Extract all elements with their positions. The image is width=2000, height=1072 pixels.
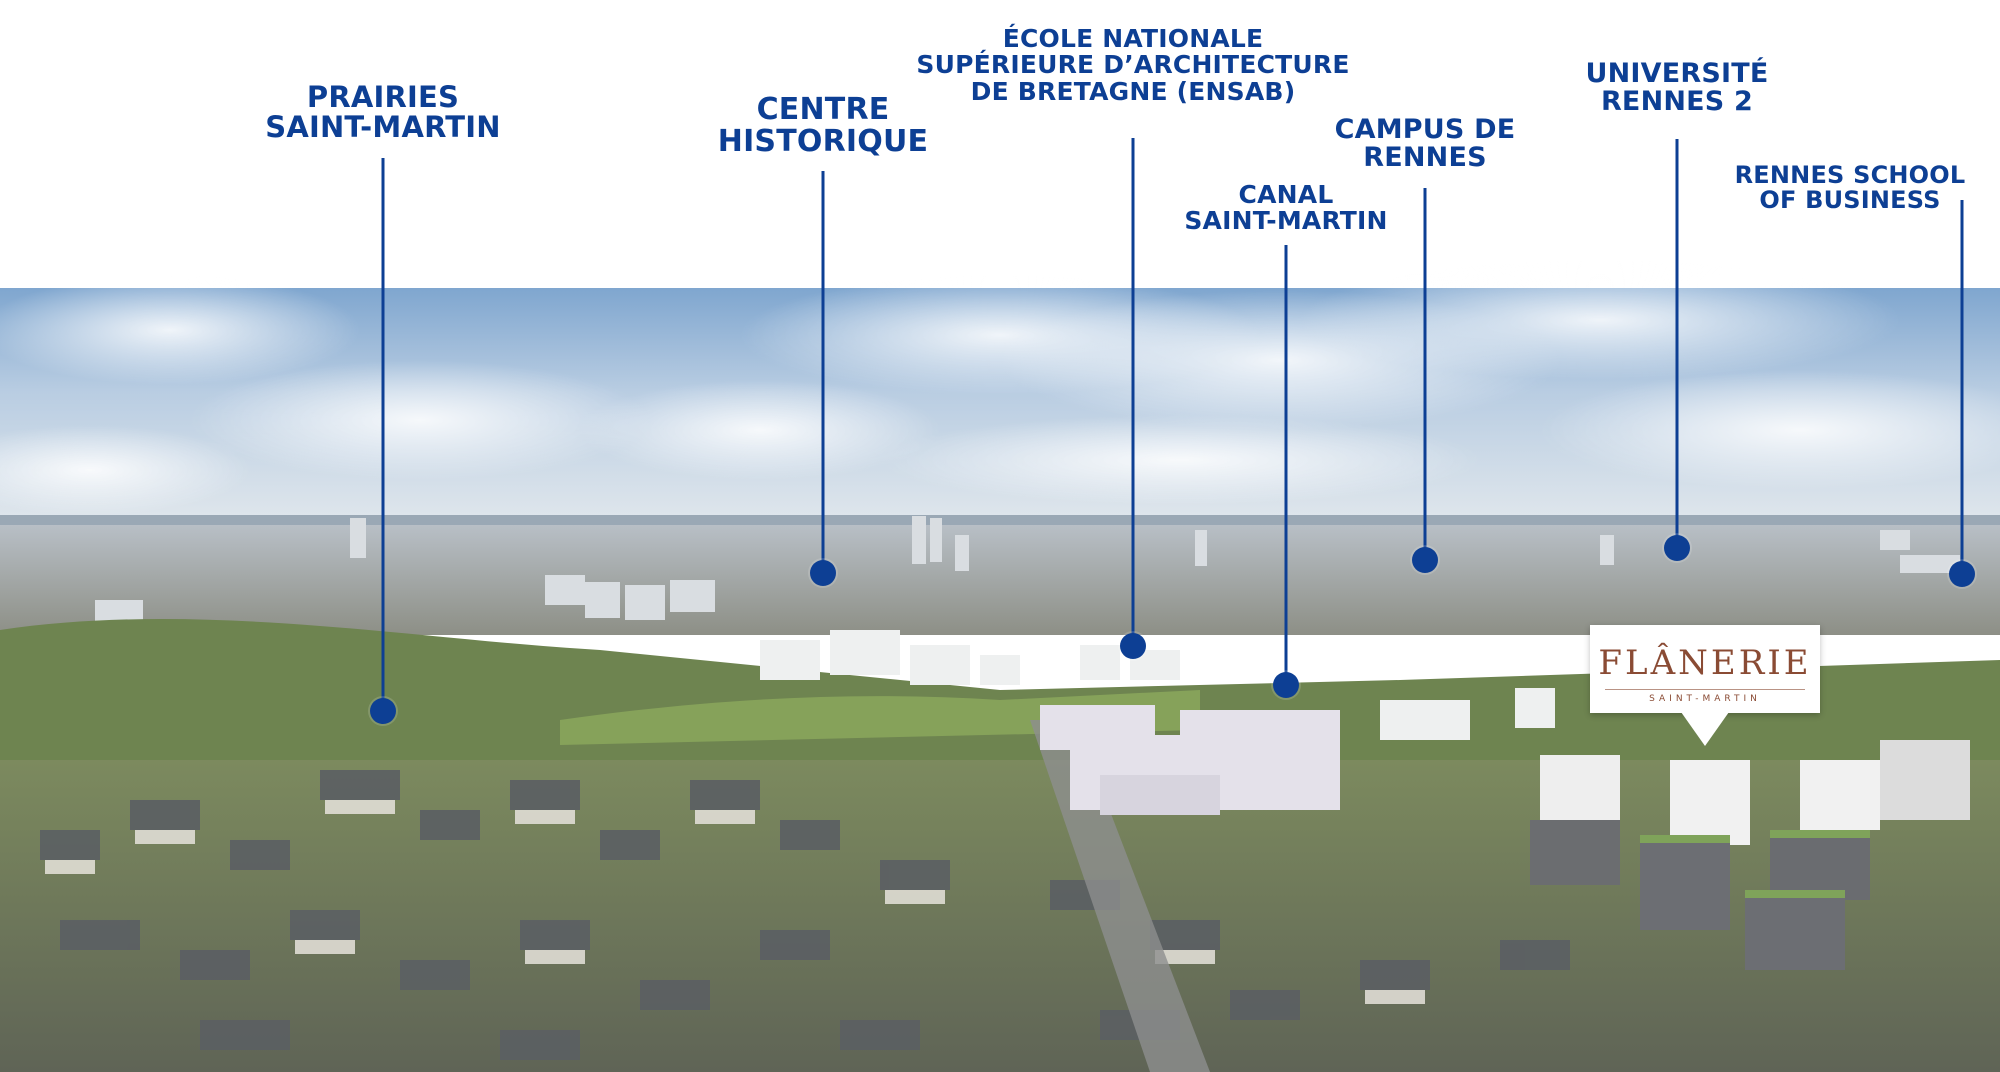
label-universite-rennes-2: UNIVERSITÉ RENNES 2 <box>1585 58 1769 118</box>
label-line: UNIVERSITÉ <box>1585 58 1769 89</box>
label-line: SUPÉRIEURE D’ARCHITECTURE <box>916 50 1350 80</box>
label-line: SAINT-MARTIN <box>265 110 501 145</box>
pin-stem-rsb <box>1960 200 1964 574</box>
label-line: CAMPUS DE <box>1334 114 1516 145</box>
mid-buildings <box>760 630 1555 740</box>
pin-dot-campus[interactable] <box>1412 547 1438 573</box>
skyline <box>95 516 1960 644</box>
label-campus-de-rennes: CAMPUS DE RENNES <box>1334 114 1516 174</box>
pin-dot-prairies[interactable] <box>370 698 396 724</box>
pin-stem-ensab <box>1131 138 1135 646</box>
featured-residence <box>1530 740 1970 970</box>
clouds <box>0 260 2000 515</box>
pin-dot-ensab[interactable] <box>1120 633 1146 659</box>
label-line: PRAIRIES <box>306 80 460 114</box>
pin-dot-rsb[interactable] <box>1949 561 1975 587</box>
label-line: HISTORIQUE <box>717 123 929 159</box>
label-line: SAINT-MARTIN <box>1184 206 1388 236</box>
brand-divider <box>1605 689 1805 690</box>
pin-stem-campus <box>1423 188 1427 560</box>
house-walls <box>45 800 1425 1004</box>
label-line: CENTRE <box>756 92 890 127</box>
label-line: CANAL <box>1238 180 1334 209</box>
brand-subtitle: SAINT-MARTIN <box>1649 694 1761 704</box>
label-canal-saint-martin: CANAL SAINT-MARTIN <box>1184 180 1388 236</box>
brand-name: FLÂNERIE <box>1598 643 1812 683</box>
label-rennes-school-of-business: RENNES SCHOOL OF BUSINESS <box>1734 161 1966 215</box>
label-line: OF BUSINESS <box>1759 186 1941 215</box>
label-line: RENNES SCHOOL <box>1734 161 1966 189</box>
brand-card-pointer <box>1681 712 1729 746</box>
label-prairies-saint-martin: PRAIRIES SAINT-MARTIN <box>265 82 501 143</box>
pin-dot-universite[interactable] <box>1664 535 1690 561</box>
brand-card[interactable]: FLÂNERIE SAINT-MARTIN <box>1590 625 1820 713</box>
massing-volume <box>1040 705 1340 815</box>
label-line: RENNES 2 <box>1600 86 1754 118</box>
pin-stem-centre <box>821 171 825 573</box>
pin-dot-centre[interactable] <box>810 560 836 586</box>
label-ensab: ÉCOLE NATIONALE SUPÉRIEURE D’ARCHITECTUR… <box>916 24 1350 106</box>
label-line: ÉCOLE NATIONALE <box>1002 24 1264 53</box>
pin-stem-universite <box>1675 139 1679 548</box>
pin-dot-canal[interactable] <box>1273 672 1299 698</box>
label-centre-historique: CENTRE HISTORIQUE <box>718 94 928 157</box>
pin-stem-prairies <box>381 158 385 710</box>
label-line: DE BRETAGNE (ENSAB) <box>970 76 1296 106</box>
label-line: RENNES <box>1363 142 1487 174</box>
pin-stem-canal <box>1284 245 1288 685</box>
